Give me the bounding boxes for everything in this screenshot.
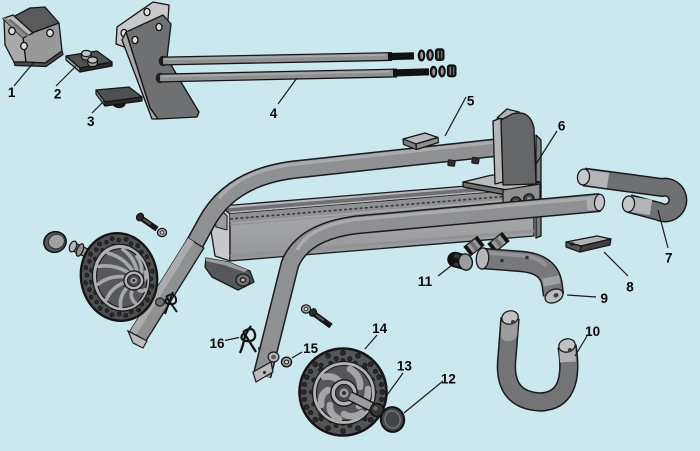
svg-text:2: 2: [54, 86, 62, 101]
svg-text:14: 14: [372, 321, 388, 336]
svg-text:15: 15: [303, 341, 319, 356]
svg-text:7: 7: [665, 251, 673, 266]
svg-text:11: 11: [418, 274, 433, 289]
svg-text:3: 3: [87, 114, 95, 129]
svg-text:16: 16: [209, 336, 225, 351]
svg-text:4: 4: [270, 106, 278, 121]
svg-text:6: 6: [558, 119, 566, 134]
svg-text:8: 8: [626, 280, 634, 295]
svg-text:9: 9: [601, 291, 609, 306]
svg-text:10: 10: [585, 324, 600, 339]
svg-text:1: 1: [8, 85, 16, 100]
svg-text:13: 13: [397, 359, 413, 374]
svg-text:5: 5: [467, 93, 475, 108]
svg-text:12: 12: [441, 371, 456, 386]
